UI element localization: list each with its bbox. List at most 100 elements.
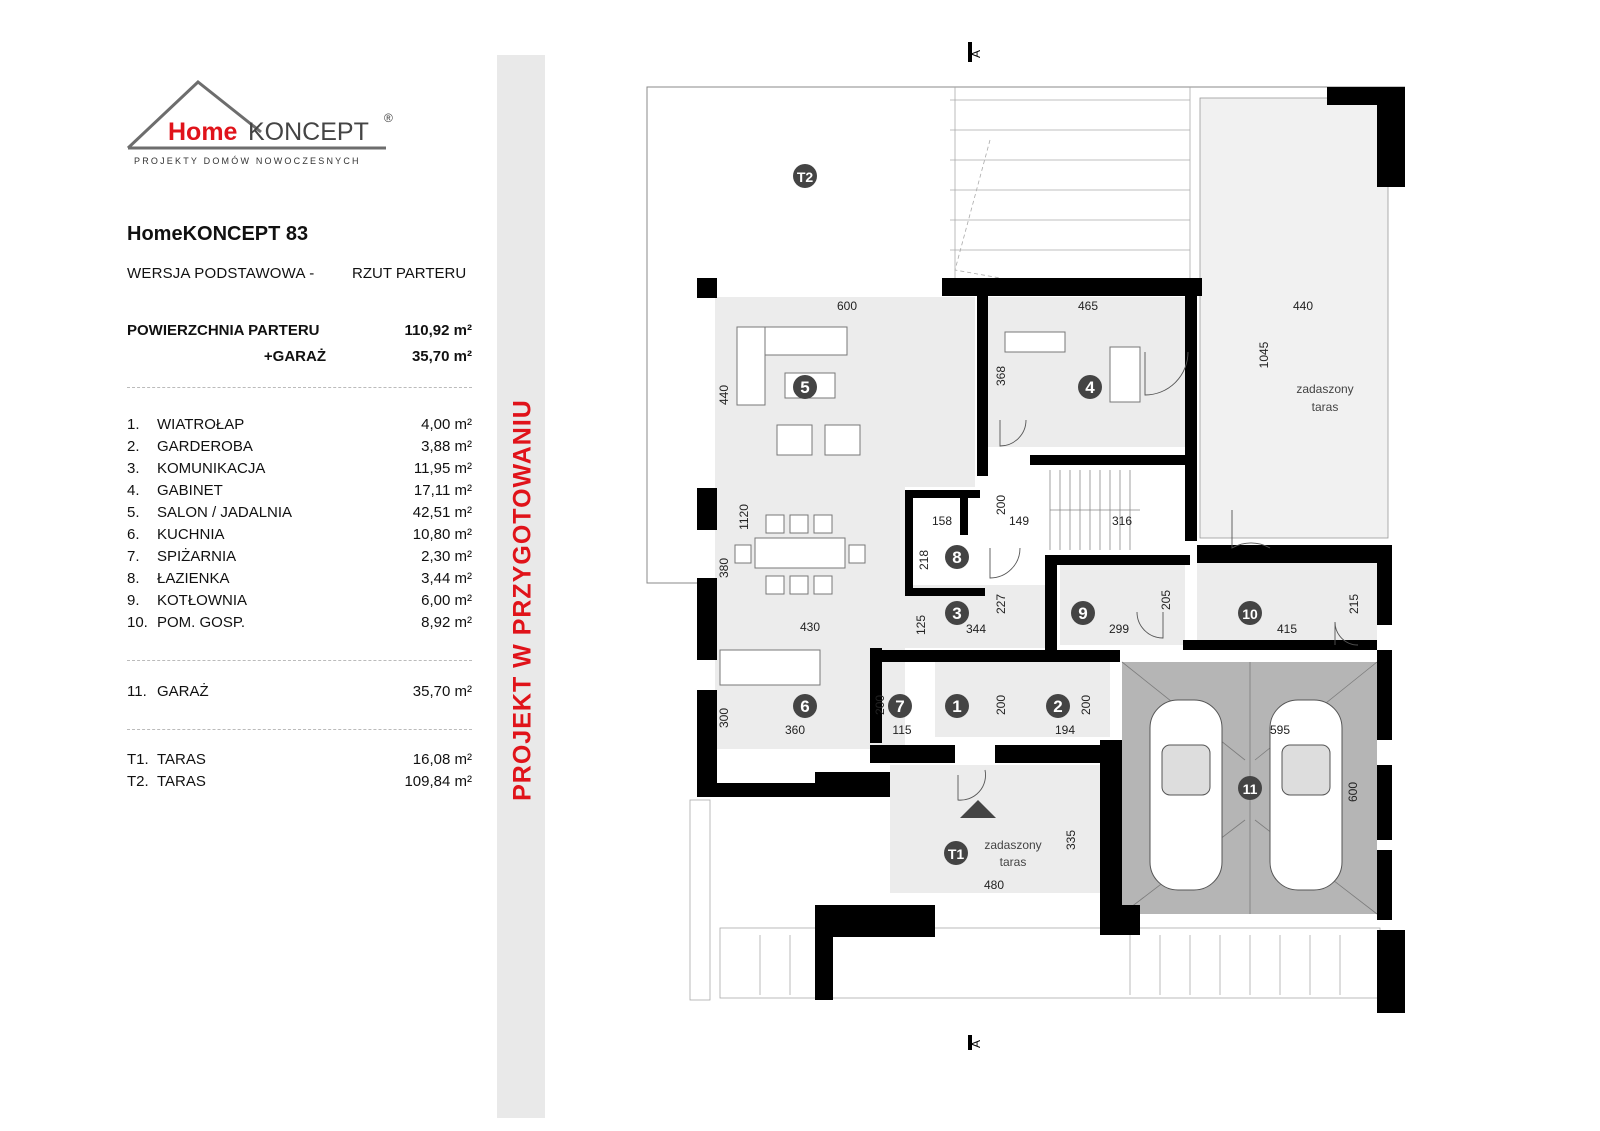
dimension-label: 1120 [737, 504, 751, 530]
dimension-label: 200 [994, 495, 1008, 515]
dimension-label: 125 [914, 615, 928, 635]
room-marker [793, 694, 817, 718]
status-banner [497, 55, 545, 1118]
dimension-label: 300 [717, 708, 731, 728]
dimension-label: 595 [1270, 723, 1290, 737]
dimension-label: 227 [994, 594, 1008, 614]
dimension-label: 200 [873, 695, 887, 715]
room-marker-label: 3 [952, 604, 961, 623]
dimension-label: 380 [717, 558, 731, 578]
dimension-label: 465 [1078, 299, 1098, 313]
dimension-label: 115 [892, 723, 911, 737]
dimension-label: 335 [1064, 830, 1078, 850]
room-marker [1071, 601, 1095, 625]
divider [127, 660, 472, 661]
garage-area-value: 35,70 m² [411, 348, 472, 365]
room-marker [1238, 776, 1262, 800]
room-marker [1238, 601, 1262, 625]
dimension-label: 1045 [1257, 341, 1271, 368]
room-marker-label: 5 [800, 378, 809, 397]
room-marker [793, 164, 817, 188]
list-item: 10.POM. GOSP.8,92 m² [127, 614, 472, 631]
room-marker [944, 841, 968, 865]
room-marker [1046, 694, 1070, 718]
logo-koncept-text: KONCEPT [248, 118, 369, 146]
room-marker [945, 694, 969, 718]
logo-home-text: Home [168, 118, 238, 146]
dimension-label: 440 [717, 385, 731, 405]
room-marker-label: 6 [800, 697, 809, 716]
dimension-label: 205 [1159, 590, 1173, 610]
dimension-label: 215 [1347, 594, 1361, 614]
room-marker-label: 9 [1078, 604, 1087, 623]
room-marker [793, 375, 817, 399]
covered-terrace-t1-label-1: zadaszony [984, 838, 1041, 852]
ground-area-label: POWIERZCHNIA PARTERU [127, 322, 320, 339]
covered-terrace-label-2: taras [1312, 400, 1339, 414]
dimension-label: 194 [1055, 723, 1075, 737]
room-marker-label: 7 [895, 697, 904, 716]
dimension-label: 158 [932, 514, 952, 528]
room-marker-label: 4 [1085, 378, 1095, 397]
version-label: WERSJA PODSTAWOWA - [127, 265, 315, 282]
entrance-arrow-icon [960, 800, 996, 818]
homekoncept-logo: Home KONCEPT ® PROJEKTY DOMÓW NOWOCZESNY… [126, 80, 393, 166]
room-marker [945, 601, 969, 625]
divider [127, 387, 472, 388]
room-marker-label: T2 [797, 169, 814, 185]
dimension-label: 600 [837, 299, 857, 313]
dimension-label: 368 [994, 366, 1008, 386]
logo-registered: ® [384, 111, 393, 125]
covered-terrace-t1-label-2: taras [1000, 855, 1027, 869]
walls [697, 87, 1405, 1013]
covered-terrace-label-1: zadaszony [1296, 382, 1353, 396]
dimension-label: 316 [1112, 514, 1132, 528]
room-marker-label: T1 [948, 846, 965, 862]
room-marker-label: 1 [952, 697, 961, 716]
project-title: HomeKONCEPT 83 [127, 223, 309, 245]
svg-text:A: A [969, 50, 983, 58]
garage-area-label: +GARAŻ [263, 348, 326, 365]
divider [127, 729, 472, 730]
view-label: RZUT PARTERU [352, 265, 467, 282]
room-marker-label: 8 [952, 548, 961, 567]
doors [957, 351, 1359, 801]
status-banner-text: PROJEKT W PRZYGOTOWANIU [508, 399, 537, 801]
dimension-label: 200 [994, 695, 1008, 715]
dimension-label: 200 [1079, 695, 1093, 715]
terrace-t2 [646, 86, 1405, 584]
room-marker [1078, 375, 1102, 399]
room-marker [945, 545, 969, 569]
dimension-label: 440 [1293, 299, 1313, 313]
dimension-label: 600 [1346, 782, 1360, 802]
dimension-label: 299 [1109, 622, 1129, 636]
room-marker [888, 694, 912, 718]
logo-tagline: PROJEKTY DOMÓW NOWOCZESNYCH [134, 156, 361, 166]
dimension-label: 415 [1277, 622, 1297, 636]
room-marker-label: 10 [1242, 606, 1258, 622]
room-marker-label: 11 [1243, 781, 1258, 797]
dimension-label: 218 [917, 550, 931, 570]
dimension-label: 430 [800, 620, 820, 634]
svg-text:A: A [969, 1040, 983, 1048]
stairs [1049, 470, 1140, 550]
ground-area-value: 110,92 m² [404, 322, 472, 339]
dimension-label: 344 [966, 622, 986, 636]
dimension-label: 149 [1009, 514, 1029, 528]
room-marker-label: 2 [1053, 697, 1062, 716]
